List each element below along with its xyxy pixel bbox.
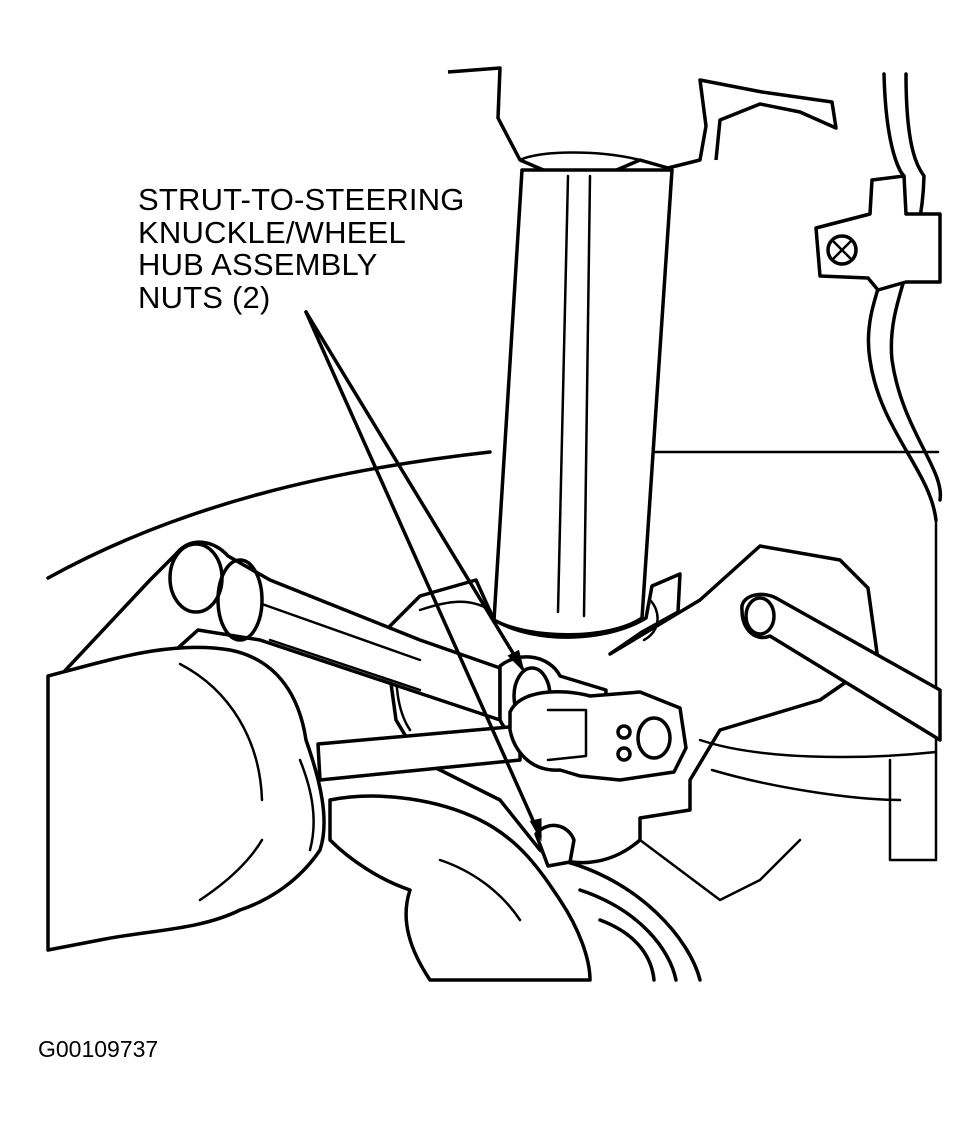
hand-lower [328,794,592,982]
thumb [534,823,576,868]
fender-arc [46,450,492,580]
strut-body [492,168,674,637]
strut-upper-mount [447,66,838,174]
callout-line-2: KNUCKLE/WHEEL [138,214,406,250]
callout-line-1: STRUT-TO-STEERING [138,182,465,217]
callout-line-3: HUB ASSEMBLY [138,247,378,282]
strut-highlight-2 [582,174,592,618]
tire-2 [578,888,678,982]
leader-line-1 [304,310,524,670]
wrench-handle [316,724,522,782]
hand-left [46,645,326,952]
tire-3 [598,918,656,982]
figure-id: G00109737 [38,1036,159,1062]
bracket-bolt [826,234,858,266]
callout-line-4: NUTS (2) [138,279,271,315]
hose-fitting [740,592,942,742]
leader-line-2 [304,310,542,838]
strut-highlight-1 [556,174,570,614]
brake-line [866,72,938,522]
tire-1 [558,858,702,982]
nut-callout-label: STRUT-TO-STEERING KNUCKLE/WHEEL HUB ASSE… [138,182,465,315]
ratchet-head [168,542,224,614]
wrench-jaw [508,690,688,782]
